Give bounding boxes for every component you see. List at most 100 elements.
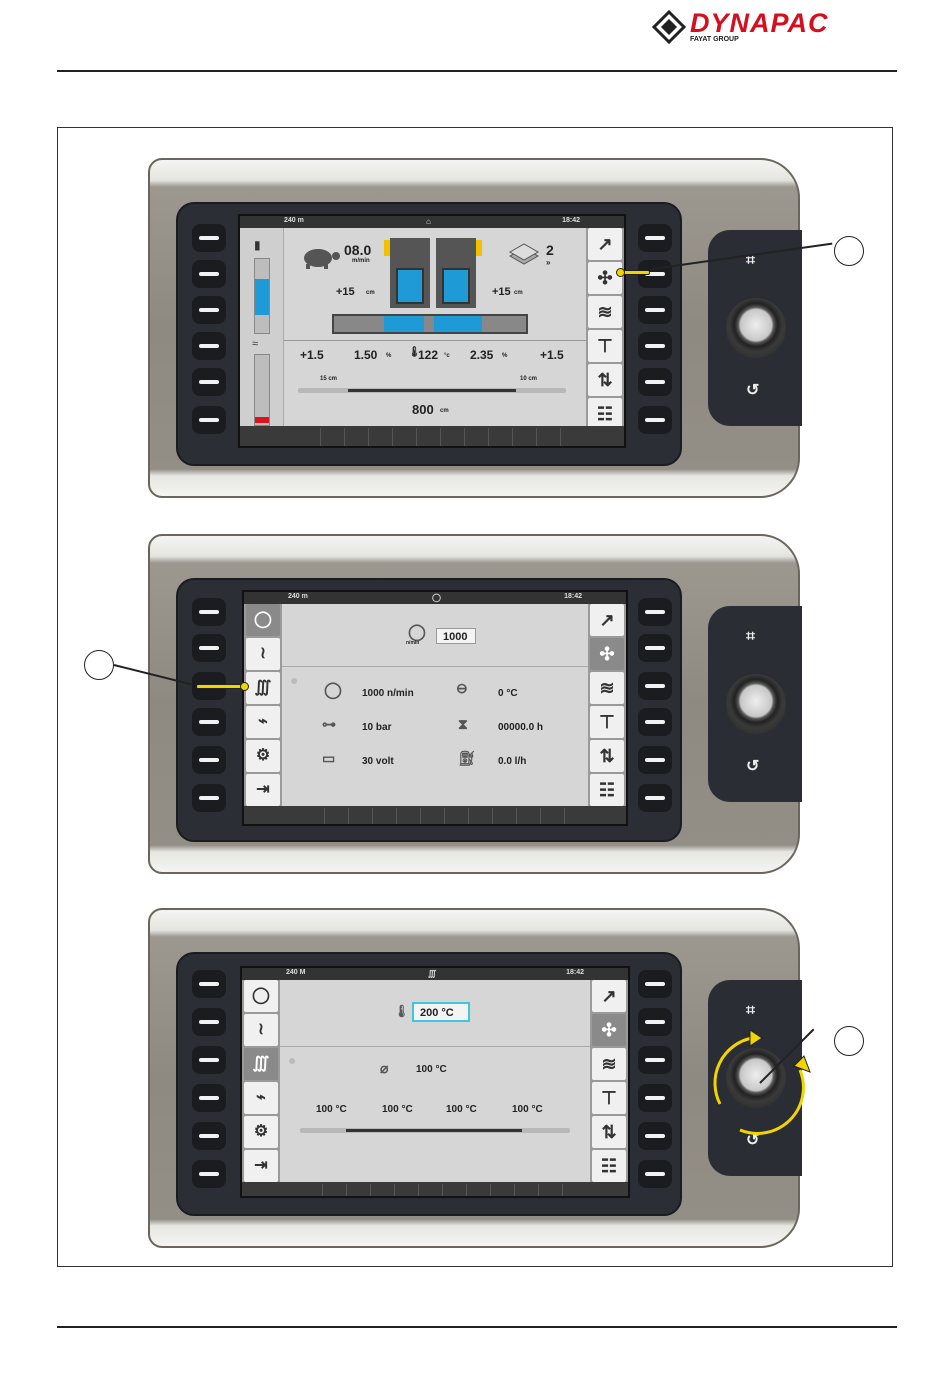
back-icon[interactable]: ↺ (746, 758, 760, 775)
thermometer-icon: 🌡︎ (408, 347, 421, 358)
right-softkey-1[interactable] (638, 224, 672, 252)
zone-temp-2: 100 °C (382, 1104, 413, 1115)
menu-exit-icon[interactable]: ⇥ (244, 1150, 278, 1182)
right-softkey-6[interactable] (638, 1160, 672, 1188)
right-softkey-3[interactable] (638, 1046, 672, 1074)
left-softkey-4[interactable] (192, 332, 226, 360)
dynapac-logo: DYNAPAC FAYAT GROUP (652, 8, 902, 48)
rotary-knob[interactable] (726, 298, 786, 358)
right-softkey-4[interactable] (638, 332, 672, 360)
screen-toggle-icon[interactable]: ⌗ (746, 1002, 756, 1019)
right-softkey-1[interactable] (638, 598, 672, 626)
screen-engine: 240 m ◯ 18:42 ◯ ≀ ∭ ⌁ ⚙ ⇥ ◯ n/min 1000 ●… (242, 590, 628, 826)
right-softkey-4[interactable] (638, 708, 672, 736)
screed-width-bar (298, 388, 566, 393)
menu-tripod-icon[interactable]: ⊤ (590, 706, 624, 738)
left-softkey-5[interactable] (192, 746, 226, 774)
left-softkey-4[interactable] (192, 708, 226, 736)
operator-icon: ● (288, 1052, 297, 1068)
menu-sensor-icon[interactable]: ⇅ (590, 740, 624, 772)
right-softkey-4[interactable] (638, 1084, 672, 1112)
back-icon[interactable]: ↺ (746, 382, 760, 399)
menu-grid-icon[interactable]: ☷ (590, 774, 624, 806)
material-level (255, 417, 269, 423)
right-softkey-6[interactable] (638, 784, 672, 812)
menu-engine-icon[interactable]: ◯ (246, 604, 280, 636)
left-softkey-2[interactable] (192, 260, 226, 288)
menu-vibration-icon[interactable]: ≀ (246, 638, 280, 670)
fuel-consumption: 0.0 l/h (498, 756, 527, 767)
left-softkey-5[interactable] (192, 368, 226, 396)
thermometer-icon: 🌡︎ (394, 1004, 410, 1018)
left-softkey-2[interactable] (192, 634, 226, 662)
right-softkey-2[interactable] (638, 1008, 672, 1036)
rotary-knob[interactable] (726, 1048, 786, 1108)
paving-width: 800 (412, 402, 434, 417)
menu-grid-icon[interactable]: ☷ (588, 398, 622, 430)
menu-arrow-icon[interactable]: ↗ (592, 980, 626, 1012)
left-softkey-6[interactable] (192, 1160, 226, 1188)
left-softkey-4[interactable] (192, 1084, 226, 1112)
left-softkey-1[interactable] (192, 224, 226, 252)
menu-tamper-icon[interactable]: ⌁ (244, 1082, 278, 1114)
menu-auger-add-icon[interactable]: ✣ (590, 638, 624, 670)
right-softkey-2[interactable] (638, 634, 672, 662)
left-softkey-2[interactable] (192, 1008, 226, 1036)
right-softkey-6[interactable] (638, 406, 672, 434)
engine-speed-setpoint-field[interactable]: 1000 (436, 628, 476, 644)
right-softkey-5[interactable] (638, 1122, 672, 1150)
menu-engine-icon[interactable]: ◯ (244, 980, 278, 1012)
right-softkey-1[interactable] (638, 970, 672, 998)
right-softkey-5[interactable] (638, 368, 672, 396)
coolant-temp-icon: ⊖ (456, 680, 468, 696)
engine-icon: ◯ (324, 682, 342, 699)
average-temp-icon: ⌀ (380, 1060, 389, 1076)
menu-heating-icon[interactable]: ∭ (244, 1048, 278, 1080)
menu-heating-icon[interactable]: ∭ (246, 672, 280, 704)
slope-left-value: 1.50 (354, 348, 378, 362)
back-icon[interactable]: ↺ (746, 1132, 760, 1149)
left-softkey-1[interactable] (192, 970, 226, 998)
bottom-bar (242, 1182, 628, 1196)
screen-toggle-icon[interactable]: ⌗ (746, 628, 756, 645)
average-temperature: 100 °C (416, 1064, 447, 1075)
left-softkey-3[interactable] (192, 1046, 226, 1074)
menu-layers-icon[interactable]: ≋ (588, 296, 622, 328)
rotary-knob[interactable] (726, 674, 786, 734)
slope-left-unit: % (386, 353, 392, 359)
left-softkey-6[interactable] (192, 784, 226, 812)
menu-sensor-icon[interactable]: ⇅ (592, 1116, 626, 1148)
auger-right-marker (476, 240, 482, 256)
left-softkey-1[interactable] (192, 598, 226, 626)
menu-layers-icon[interactable]: ≋ (592, 1048, 626, 1080)
menu-auger-add-icon[interactable]: ✣ (592, 1014, 626, 1046)
heating-setpoint-field[interactable]: 200 °C (412, 1002, 470, 1022)
menu-layers-icon[interactable]: ≋ (590, 672, 624, 704)
menu-conveyor-icon[interactable]: ⚙ (244, 1116, 278, 1148)
battery-voltage: 30 volt (362, 756, 394, 767)
menu-arrow-icon[interactable]: ↗ (590, 604, 624, 636)
menu-tripod-icon[interactable]: ⊤ (592, 1082, 626, 1114)
knob-panel: ⌗ ↺ (708, 230, 802, 426)
left-height-unit: cm (366, 290, 375, 296)
bottom-bar (240, 426, 624, 446)
menu-tripod-icon[interactable]: ⊤ (588, 330, 622, 362)
menu-grid-icon[interactable]: ☷ (592, 1150, 626, 1182)
menu-exit-icon[interactable]: ⇥ (246, 774, 280, 806)
menu-conveyor-icon[interactable]: ⚙ (246, 740, 280, 772)
left-softkey-6[interactable] (192, 406, 226, 434)
menu-vibration-icon[interactable]: ≀ (244, 1014, 278, 1046)
menu-auger-add-icon[interactable]: ✣ (588, 262, 622, 294)
screen-toggle-icon[interactable]: ⌗ (746, 252, 756, 269)
menu-tamper-icon[interactable]: ⌁ (246, 706, 280, 738)
right-softkey-3[interactable] (638, 296, 672, 324)
right-softkey-5[interactable] (638, 746, 672, 774)
right-menu: ↗ ✣ ≋ ⊤ ⇅ ☷ (590, 980, 628, 1186)
right-softkey-3[interactable] (638, 672, 672, 700)
clock-readout: 18:42 (566, 969, 584, 976)
left-softkey-3[interactable] (192, 296, 226, 324)
menu-arrow-icon[interactable]: ↗ (588, 228, 622, 260)
distance-readout: 240 m (288, 593, 308, 600)
menu-sensor-icon[interactable]: ⇅ (588, 364, 622, 396)
left-softkey-5[interactable] (192, 1122, 226, 1150)
